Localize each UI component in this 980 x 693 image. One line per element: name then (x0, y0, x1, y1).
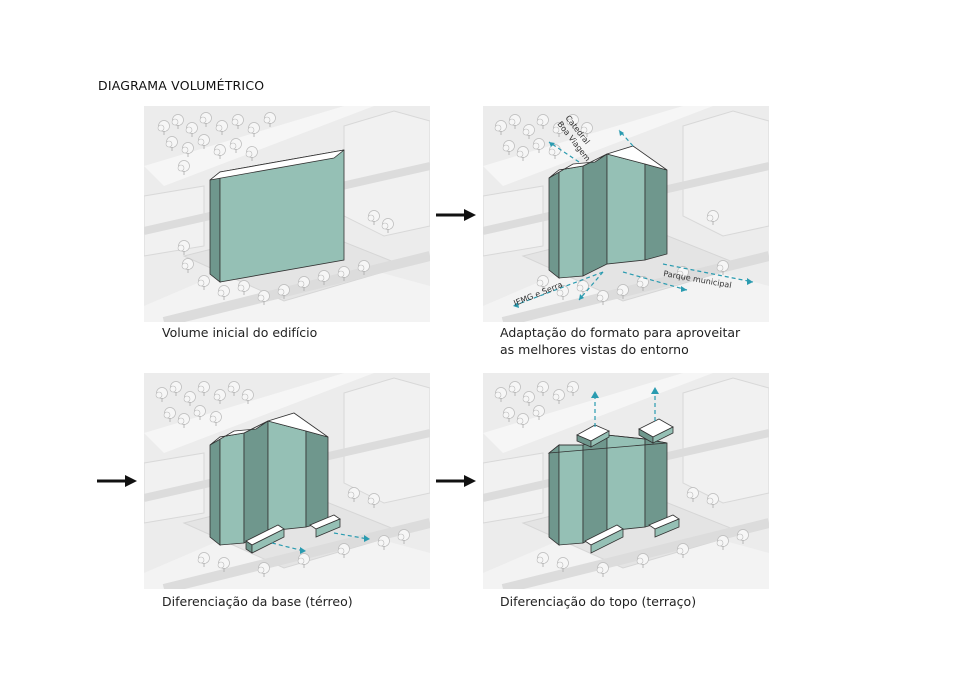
panel-base-differentiation (144, 373, 430, 589)
base-differentiation-illustration (144, 373, 430, 589)
building-volume (209, 149, 345, 283)
panel-top-differentiation (483, 373, 769, 589)
dashed-view-arrow-icon (594, 391, 656, 427)
panel-initial-volume (144, 106, 430, 322)
building-with-terrace (547, 418, 680, 554)
panel-view-adaptation: Catedral Boa Viagem IEMG e Serra Parque … (483, 106, 769, 322)
arrow-right-icon (97, 475, 137, 487)
initial-volume-illustration (144, 106, 430, 322)
view-adaptation-illustration: Catedral Boa Viagem IEMG e Serra Parque … (483, 106, 769, 322)
dashed-view-arrow-icon (271, 532, 369, 552)
caption-line-1: Adaptação do formato para aproveitar (500, 325, 741, 340)
caption-base-differentiation: Diferenciação da base (térreo) (162, 594, 353, 609)
arrow-right-icon (436, 209, 476, 221)
caption-line-2: as melhores vistas do entorno (500, 342, 689, 357)
top-differentiation-illustration (483, 373, 769, 589)
caption-top-differentiation: Diferenciação do topo (terraço) (500, 594, 697, 609)
diagram-title: DIAGRAMA VOLUMÉTRICO (98, 78, 265, 93)
caption-initial-volume: Volume inicial do edifício (162, 325, 318, 340)
arrow-right-icon (436, 475, 476, 487)
adapted-building (548, 145, 668, 279)
building-with-base (209, 412, 341, 554)
caption-view-adaptation: Adaptação do formato para aproveitar as … (500, 324, 770, 358)
